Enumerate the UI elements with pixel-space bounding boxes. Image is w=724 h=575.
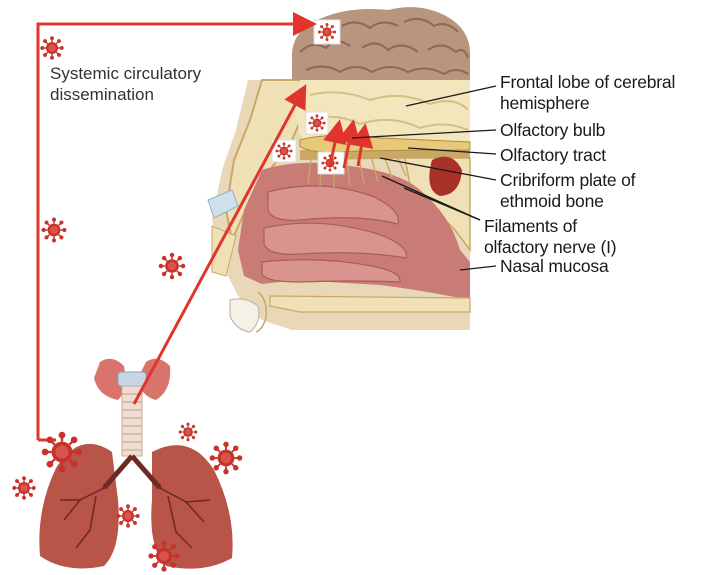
label-olfactory-tract: Olfactory tract	[500, 145, 606, 166]
brain-illustration	[292, 7, 470, 80]
filaments-line2: olfactory nerve (I)	[484, 237, 616, 258]
route-label-line1: Systemic circulatory	[50, 63, 201, 84]
frontal-lobe-line1: Frontal lobe of cerebral	[500, 72, 675, 93]
label-cribriform-plate: Cribriform plate of ethmoid bone	[500, 170, 635, 212]
cribriform-line2: ethmoid bone	[500, 191, 635, 212]
nasal-cavity-section	[208, 80, 470, 332]
label-frontal-lobe: Frontal lobe of cerebral hemisphere	[500, 72, 675, 114]
cribriform-line1: Cribriform plate of	[500, 170, 635, 191]
frontal-lobe-line2: hemisphere	[500, 93, 675, 114]
label-olfactory-filaments: Filaments of olfactory nerve (I)	[484, 216, 616, 258]
systemic-circulatory-label: Systemic circulatory dissemination	[50, 63, 201, 105]
respiratory-system	[39, 359, 232, 569]
label-olfactory-bulb: Olfactory bulb	[500, 120, 605, 141]
filaments-line1: Filaments of	[484, 216, 616, 237]
label-nasal-mucosa: Nasal mucosa	[500, 256, 608, 277]
route-label-line2: dissemination	[50, 84, 201, 105]
